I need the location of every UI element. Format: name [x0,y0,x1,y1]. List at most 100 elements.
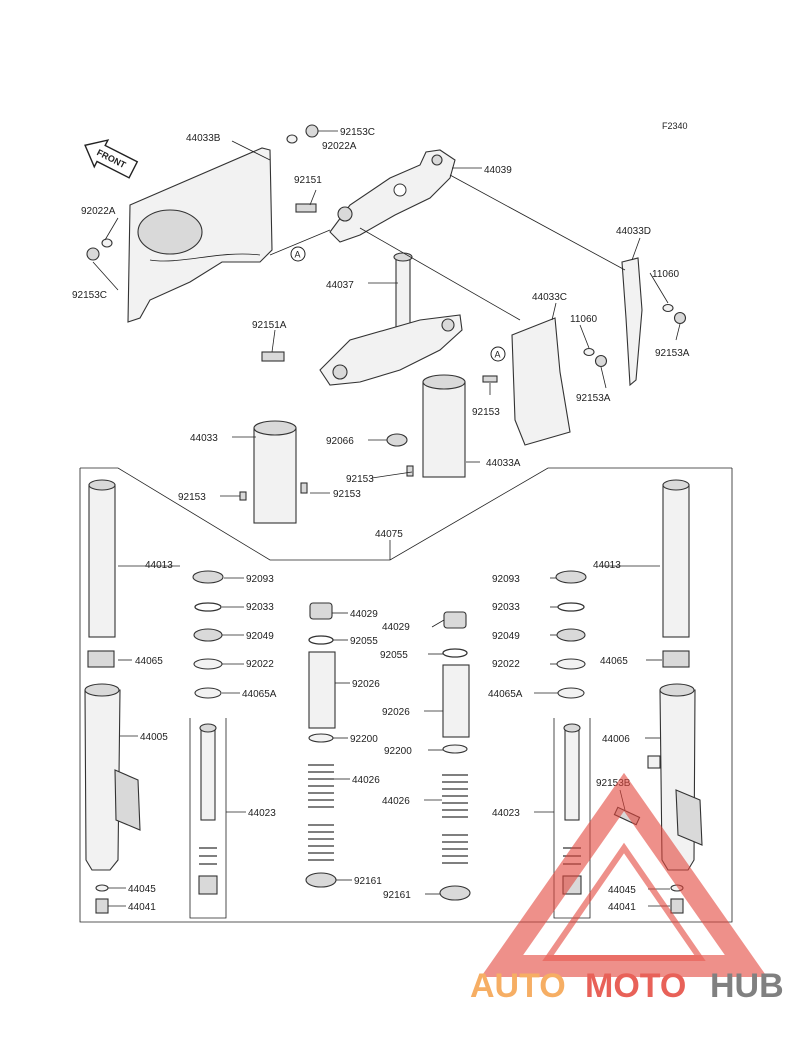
label-92153a-mid: 92153A [576,393,611,404]
bolt-92151a [261,351,285,362]
label-44033b: 44033B [186,133,221,144]
label-92151: 92151 [294,175,322,186]
bolt-44041-right [670,898,684,914]
label-44033a: 44033A [486,458,521,469]
label-44026-left: 44026 [352,775,380,786]
washer-92022-left [193,658,223,670]
bolt-92153-c [406,465,414,477]
label-92153-a: 92153 [178,492,206,503]
inner-tube-44013-left [88,479,116,638]
part-labels: 44033B 92153C 92022A 44039 92151 92022A … [72,127,690,913]
label-92066: 92066 [326,436,354,447]
label-92022a-left: 92022A [81,206,116,217]
upper-bracket-44039 [329,149,456,243]
label-11060-right: 11060 [652,269,680,280]
side-cover-44033d [621,257,643,387]
upper-cover-44033b [127,147,273,323]
bushing-44065-left [87,650,115,668]
label-92033-left: 92033 [246,602,274,613]
figure-code: F2340 [662,121,688,131]
label-44065a-left: 44065A [242,689,277,700]
label-92153c-top: 92153C [340,127,375,138]
label-92153c-left: 92153C [72,290,107,301]
label-44075: 44075 [375,529,403,540]
label-92200-left: 92200 [350,734,378,745]
label-92093-left: 92093 [246,574,274,585]
label-11060-mid: 11060 [570,314,598,325]
label-44037: 44037 [326,280,354,291]
label-92151a: 92151A [252,320,287,331]
washer-92200-right [442,744,468,754]
o-ring-92055-right [442,648,468,658]
bushing-44065a-right [557,687,585,699]
label-44013-right: 44013 [593,560,621,571]
label-44029-right: 44029 [382,622,410,633]
seat-92161-left [305,872,337,888]
oil-seal-92049-right [556,628,586,642]
clip-92033-left [194,602,222,612]
label-44033: 44033 [190,433,218,444]
label-44029-left: 44029 [350,609,378,620]
oil-seal-92049-left [193,628,223,642]
label-44033c: 44033C [532,292,567,303]
svg-text:A: A [495,350,501,360]
label-92055-left: 92055 [350,636,378,647]
label-92153a-right: 92153A [655,348,690,359]
label-44041-left: 44041 [128,902,156,913]
washer-44045-left [95,884,109,892]
label-44045-left: 44045 [128,884,156,895]
fork-assembly-frame [79,467,733,923]
cap-bolt-44029-left [309,602,333,620]
front-arrow-icon: FRONT [84,139,139,179]
label-44041-right: 44041 [608,902,636,913]
nut-92066 [386,433,408,447]
label-92153-b: 92153 [333,489,361,500]
label-92033-right: 92033 [492,602,520,613]
label-92093-right: 92093 [492,574,520,585]
leader-lines [92,130,681,907]
damper-rod-44023-left [198,723,218,895]
stem-bracket-44037 [319,252,463,386]
label-92026-left: 92026 [352,679,380,690]
label-44045-right: 44045 [608,885,636,896]
label-92022-left: 92022 [246,659,274,670]
label-92153b: 92153B [596,778,631,789]
label-44065-left: 44065 [135,656,163,667]
fork-cover-44033a [422,374,466,478]
spacer-92026-left [308,651,336,729]
nut-92153a-right [673,311,687,325]
inner-tube-44013-right [662,479,690,638]
label-44065a-right: 44065A [488,689,523,700]
watermark-logo: AUTO MOTO HUB [470,772,784,1005]
label-44026-right: 44026 [382,796,410,807]
washer-92022a-top [286,134,298,144]
label-44039: 44039 [484,165,512,176]
nut-92153c-left [86,247,100,261]
bolt-92153-stem [482,375,498,383]
label-92049-left: 92049 [246,631,274,642]
spring-44026-left [308,764,334,861]
clip-92033-right [557,602,585,612]
label-44065-right: 44065 [600,656,628,667]
nut-92153a-mid [594,354,608,368]
bolt-92151 [295,203,317,213]
seat-92161-right [439,885,471,901]
label-92022-right: 92022 [492,659,520,670]
washer-92022a-left [101,238,113,248]
label-92055-right: 92055 [380,650,408,661]
dust-seal-92093-right [555,570,587,584]
nut-92153c-top [305,124,319,138]
label-92200-right: 92200 [384,746,412,757]
washer-92022-right [556,658,586,670]
ref-marker-a-upper: A [290,246,306,262]
outer-tube-44005 [84,683,141,871]
label-44005: 44005 [140,732,168,743]
label-92153-c: 92153 [346,474,374,485]
ref-marker-a-lower: A [490,346,506,362]
bushing-44065a-left [194,687,222,699]
bolt-44041-left [95,898,109,914]
label-92161-right: 92161 [383,890,411,901]
o-ring-92055-left [308,635,334,645]
label-92022a-top: 92022A [322,141,357,152]
